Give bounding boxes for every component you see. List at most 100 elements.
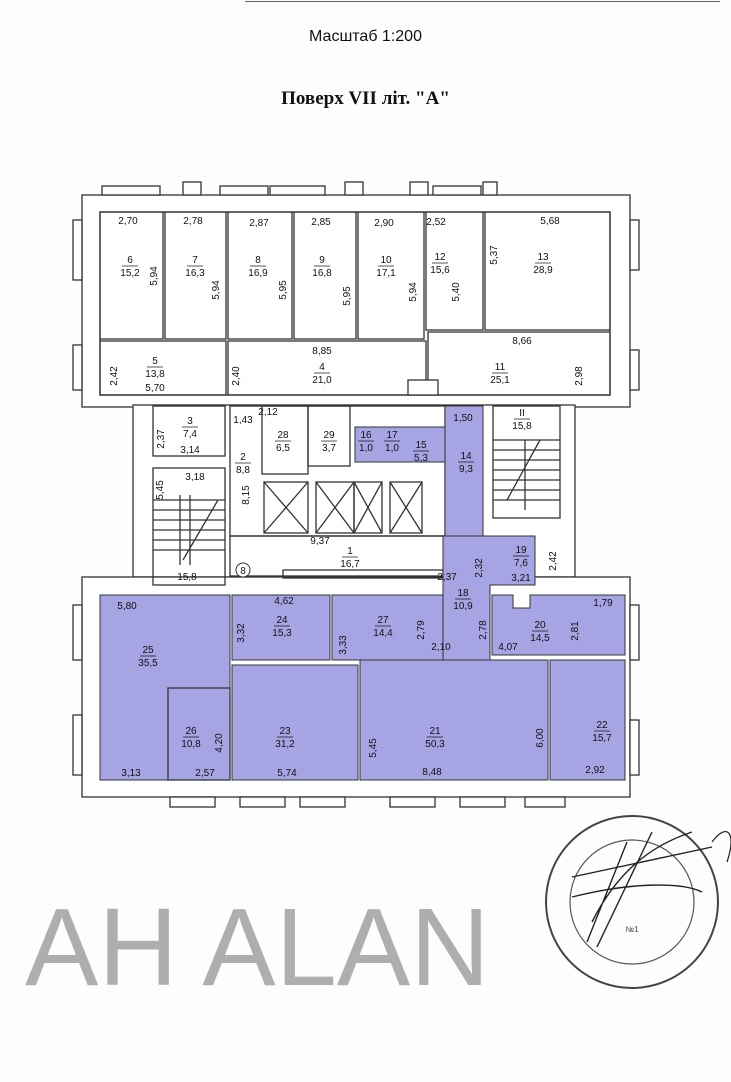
room-area: 28,9 xyxy=(533,265,553,276)
room-number: 28 xyxy=(277,430,289,441)
room-number: 16 xyxy=(360,430,372,441)
room-area: 50,3 xyxy=(425,739,445,750)
dimension-label: 2,78 xyxy=(183,216,203,227)
dimension-label: 8,15 xyxy=(241,485,252,505)
dimension-label: 5,40 xyxy=(451,282,462,302)
dimension-label: 2,42 xyxy=(109,366,120,386)
dimension-label: 5,45 xyxy=(155,480,166,500)
room-number: II xyxy=(519,408,525,419)
dimension-label: 2,12 xyxy=(258,407,278,418)
dimension-label: 2,92 xyxy=(585,765,605,776)
room-area: 6,5 xyxy=(276,443,290,454)
dimension-label: 4,07 xyxy=(498,642,518,653)
room-number: 25 xyxy=(142,645,154,656)
dimension-label: 5,80 xyxy=(117,601,137,612)
dimension-label: 1,43 xyxy=(233,415,253,426)
dimension-label: 5,95 xyxy=(342,286,353,306)
room-number: 20 xyxy=(534,620,546,631)
room-area: 14,4 xyxy=(373,628,393,639)
leased-areas xyxy=(99,405,626,781)
room-number: 10 xyxy=(380,255,392,266)
windows xyxy=(72,181,640,808)
dimension-label: 2,85 xyxy=(311,217,331,228)
floor-title: Поверх VII літ. "А" xyxy=(281,88,450,109)
dimension-label: 2,32 xyxy=(474,558,485,578)
dimension-label: 3,21 xyxy=(511,573,531,584)
dimension-label: 2,98 xyxy=(574,366,585,386)
room-number: 15 xyxy=(415,440,427,451)
room-number: 1 xyxy=(347,546,353,557)
dimension-label: 2,78 xyxy=(478,620,489,640)
stamp-number: №1 xyxy=(625,925,639,934)
room-area: 15,8 xyxy=(512,421,532,432)
dimension-label: 8,85 xyxy=(312,346,332,357)
room-number: 27 xyxy=(377,615,389,626)
watermark: AH ALAN xyxy=(25,886,490,1009)
dimension-label: 5,74 xyxy=(277,768,297,779)
room-number: 2 xyxy=(240,452,246,463)
scale-label: Масштаб 1:200 xyxy=(309,28,422,45)
room-number: 23 xyxy=(279,726,291,737)
room-number: 3 xyxy=(187,416,193,427)
room-area: 1,0 xyxy=(385,443,399,454)
room-number: 24 xyxy=(276,615,288,626)
dimension-label: 5,68 xyxy=(540,216,560,227)
room-number: 12 xyxy=(434,252,446,263)
room-area: 3,7 xyxy=(322,443,336,454)
room-area: 1,0 xyxy=(359,443,373,454)
room-number: 5 xyxy=(152,356,158,367)
room-area: 25,1 xyxy=(490,375,510,386)
room-area: 16,3 xyxy=(185,268,205,279)
dimension-label: 2,87 xyxy=(249,218,269,229)
room-number: 22 xyxy=(596,720,608,731)
dimension-label: 2,79 xyxy=(416,620,427,640)
room-area: 15,2 xyxy=(120,268,140,279)
room-area: 10,8 xyxy=(181,739,201,750)
room-area: 16,9 xyxy=(248,268,268,279)
room-area: 17,1 xyxy=(376,268,396,279)
room-area: 9,3 xyxy=(459,464,473,475)
dimension-label: 6,00 xyxy=(535,728,546,748)
dimension-label: 1,79 xyxy=(593,598,613,609)
room-area: 35,5 xyxy=(138,658,158,669)
room-area: 7,6 xyxy=(514,558,528,569)
axis-marker: 8 xyxy=(240,566,246,577)
dimension-label: 5,94 xyxy=(211,280,222,300)
room-area: 15,3 xyxy=(272,628,292,639)
dimension-label: 3,18 xyxy=(185,472,205,483)
room-area: 15,7 xyxy=(592,733,612,744)
dimension-label: 8,48 xyxy=(422,767,442,778)
room-number: 29 xyxy=(323,430,335,441)
dimension-label: 3,14 xyxy=(180,445,200,456)
dimension-label: 2,42 xyxy=(548,551,559,571)
room-number: 11 xyxy=(495,362,506,373)
room-number: 4 xyxy=(319,362,325,373)
dimension-label: 2,37 xyxy=(156,429,167,449)
dimension-label: 3,33 xyxy=(338,635,349,655)
room-number: 7 xyxy=(192,255,198,266)
dimension-label: 5,94 xyxy=(408,282,419,302)
dimension-label: 5,45 xyxy=(368,738,379,758)
room-area: 16,8 xyxy=(312,268,332,279)
dimension-label: 2,81 xyxy=(570,621,581,641)
dimension-label: 2,70 xyxy=(118,216,138,227)
room-number: 14 xyxy=(460,451,472,462)
room-area: 14,5 xyxy=(530,633,550,644)
room-number: 18 xyxy=(457,588,469,599)
dimension-label: 9,37 xyxy=(310,536,330,547)
dimension-label: 8,66 xyxy=(512,336,532,347)
dimension-label: 1,50 xyxy=(453,413,473,424)
dimension-label: 2,40 xyxy=(231,366,242,386)
elevator-shafts xyxy=(263,481,423,534)
dimension-label: 3,32 xyxy=(236,623,247,643)
dimension-label: 3,13 xyxy=(121,768,141,779)
room-area: 13,8 xyxy=(145,369,165,380)
room-area: 15,6 xyxy=(430,265,450,276)
room-number: 13 xyxy=(537,252,549,263)
dimension-label: 4,62 xyxy=(274,596,294,607)
room-area: 21,0 xyxy=(312,375,332,386)
room-number: 9 xyxy=(319,255,325,266)
dimension-label: 2,10 xyxy=(431,642,451,653)
